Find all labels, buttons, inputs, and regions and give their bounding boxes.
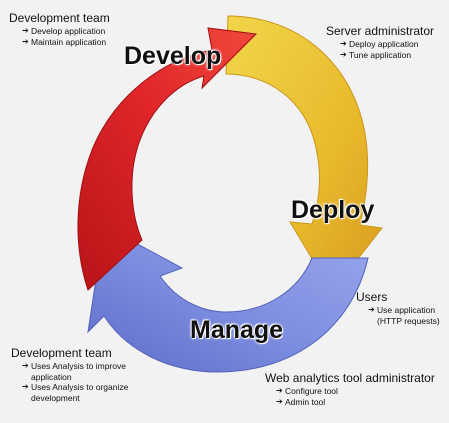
role-task-item: ➔ Uses Analysis to organize development [22,382,128,403]
role-users: Users ➔ Use application (HTTP requests) [356,290,440,326]
role-task-text: Develop application [31,26,106,36]
role-task-list: ➔ Uses Analysis to improve application ➔… [22,361,128,403]
role-task-text: Tune application [349,49,412,60]
stage-label-develop: Develop [124,42,222,70]
arrow-bullet-icon: ➔ [22,26,29,35]
role-task-text: Configure tool [285,386,338,396]
arrow-bullet-icon: ➔ [22,382,29,391]
role-task-list: ➔ Develop application ➔ Maintain applica… [22,26,110,47]
role-development-team-top: Development team ➔ Develop application ➔… [9,11,110,47]
role-task-list: ➔ Deploy application ➔ Tune application [340,39,434,60]
stage-label-deploy: Deploy [291,196,375,224]
role-task-text: Maintain application [31,36,107,47]
stage-label-manage: Manage [190,316,284,344]
arrow-bullet-icon: ➔ [22,361,29,370]
manage-arrow [87,225,369,373]
role-title: Development team [9,11,110,25]
role-task-item: ➔ Use application (HTTP requests) [368,305,440,326]
role-title: Server administrator [326,24,435,38]
role-task-item: ➔ Configure tool [276,386,435,397]
role-task-text: Deploy application [349,39,419,49]
role-title: Development team [11,346,112,360]
arrow-bullet-icon: ➔ [276,396,283,406]
role-task-item: ➔ Uses Analysis to improve application [22,361,128,382]
role-task-text: Uses Analysis to organize development [31,382,129,403]
role-task-item: ➔ Develop application [22,26,110,37]
role-development-team-bottom: Development team ➔ Uses Analysis to impr… [11,346,128,403]
arrow-bullet-icon: ➔ [276,386,283,395]
role-task-item: ➔ Tune application [340,50,434,61]
role-task-item: ➔ Maintain application [22,37,110,48]
develop-arrow [77,27,258,291]
role-task-text: Uses Analysis to improve application [31,361,126,382]
role-title: Web analytics tool administrator [265,371,435,385]
arrow-bullet-icon: ➔ [368,305,375,314]
arrow-bullet-icon: ➔ [340,49,347,59]
arrow-bullet-icon: ➔ [340,39,347,48]
role-task-text: Use application (HTTP requests) [377,305,440,326]
role-task-list: ➔ Use application (HTTP requests) [368,305,440,326]
role-server-administrator: Server administrator ➔ Deploy applicatio… [326,24,434,60]
deploy-arrow [225,15,383,293]
role-web-analytics-admin: Web analytics tool administrator ➔ Confi… [265,371,435,407]
role-task-text: Admin tool [285,396,326,407]
role-task-list: ➔ Configure tool ➔ Admin tool [276,386,435,407]
role-task-item: ➔ Admin tool [276,397,435,408]
arrow-bullet-icon: ➔ [22,36,29,46]
role-title: Users [356,290,388,304]
role-task-item: ➔ Deploy application [340,39,434,50]
